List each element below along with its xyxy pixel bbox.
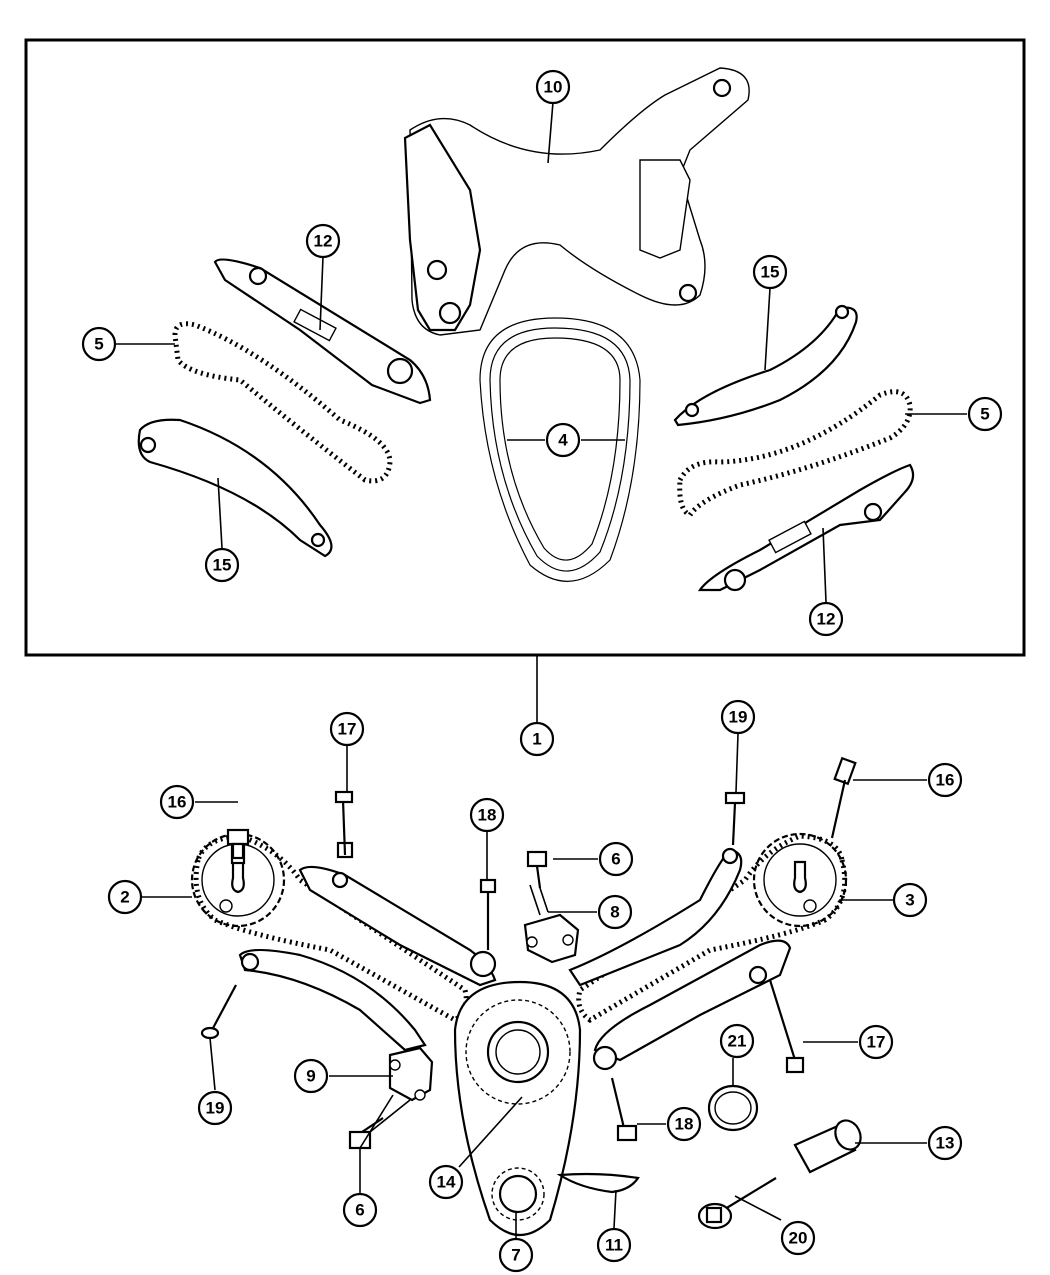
timing-chain-part-right [677,389,913,519]
callout-11: 11 [596,1227,632,1263]
callout-8: 8 [597,894,633,930]
callout-3: 3 [892,882,928,918]
chain-guide-part-lower-right [697,463,915,592]
svg-text:16: 16 [168,793,187,812]
crank-primary-chain-assembled-part [453,980,582,1236]
callout-5-right: 5 [967,396,1003,432]
svg-text:18: 18 [478,806,497,825]
tensioner-bracket-part [403,67,750,336]
left-hydraulic-tensioner-part [348,1046,434,1150]
left-tensioner-arm-assembled-part [238,948,427,1052]
callout-16-right: 16 [927,762,963,798]
left-guide-assembled-part [298,865,497,987]
callout-18-bottom: 18 [666,1106,702,1142]
crank-key-part [556,1172,640,1194]
primary-timing-chain-part [479,317,641,582]
callout-19-left: 19 [197,1090,233,1126]
callout-7: 7 [498,1237,534,1273]
svg-text:18: 18 [675,1115,694,1134]
callout-19-right: 19 [720,699,756,735]
left-cam-sprocket-part [190,832,286,928]
callout-1: 1 [519,721,555,757]
right-lower-guide-assembled-part [593,939,792,1062]
long-bolt-part [697,1177,777,1230]
svg-text:21: 21 [728,1032,747,1051]
svg-text:5: 5 [980,405,989,424]
svg-text:20: 20 [789,1229,808,1248]
svg-text:7: 7 [511,1246,520,1265]
svg-text:8: 8 [610,903,619,922]
callout-9: 9 [293,1058,329,1094]
svg-text:16: 16 [936,771,955,790]
callout-20: 20 [780,1220,816,1256]
svg-text:10: 10 [544,78,563,97]
svg-text:13: 13 [936,1134,955,1153]
callout-16-left: 16 [159,784,195,820]
chain-guide-part-upper-left [213,258,432,405]
svg-text:17: 17 [338,720,357,739]
svg-text:3: 3 [905,891,914,910]
svg-text:5: 5 [94,335,103,354]
svg-text:17: 17 [867,1033,886,1052]
callout-6-top: 6 [598,841,634,877]
callout-4: 4 [545,422,581,458]
svg-text:9: 9 [306,1067,315,1086]
callout-14: 14 [428,1164,464,1200]
svg-text:12: 12 [817,610,836,629]
callout-12-lower-right: 12 [808,601,844,637]
right-cam-sprocket-part [752,832,848,928]
bolts-group [200,756,857,1142]
chain-guide-part-lower-left [137,418,333,558]
svg-text:15: 15 [213,556,232,575]
svg-text:14: 14 [437,1173,456,1192]
right-guide-assembled-part [568,848,743,987]
svg-text:19: 19 [729,708,748,727]
callout-5-left: 5 [81,326,117,362]
callout-13: 13 [927,1125,963,1161]
svg-text:4: 4 [558,431,568,450]
callout-21: 21 [719,1023,755,1059]
callout-18-top: 18 [469,797,505,833]
callout-15-lower-left: 15 [204,547,240,583]
chain-guide-part-upper-right [673,304,858,427]
svg-text:6: 6 [355,1201,364,1220]
bushing-part [793,1119,862,1174]
svg-text:12: 12 [314,232,333,251]
svg-text:15: 15 [761,263,780,282]
callout-17-right: 17 [858,1024,894,1060]
callout-6-bottom: 6 [342,1192,378,1228]
hydraulic-tensioner-part [523,850,580,964]
svg-text:1: 1 [532,730,541,749]
svg-text:19: 19 [206,1099,225,1118]
callout-10: 10 [535,69,571,105]
svg-text:6: 6 [611,850,620,869]
callout-17-left: 17 [329,711,365,747]
svg-text:2: 2 [120,888,129,907]
svg-text:11: 11 [605,1236,623,1255]
timing-kit-box [24,38,1026,657]
callout-12-upper-left: 12 [305,223,341,259]
leader-lines [115,101,967,1238]
callout-15-upper-right: 15 [752,254,788,290]
callout-2: 2 [107,879,143,915]
